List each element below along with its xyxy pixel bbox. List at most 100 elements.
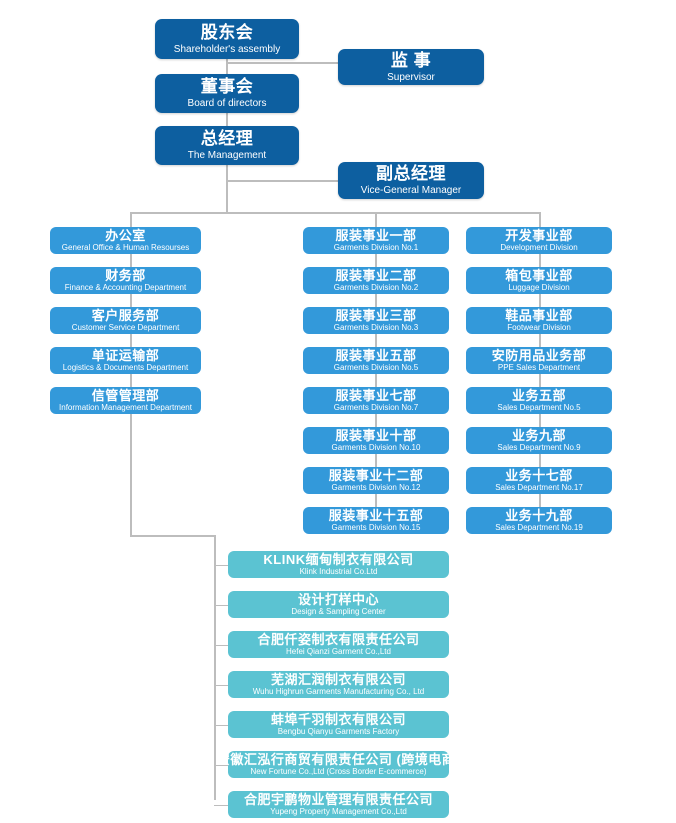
customer-service-cn-label: 客户服务部: [91, 308, 160, 323]
design-sampling-en-label: Design & Sampling Center: [291, 607, 386, 616]
garments-division-3-en-label: Garments Division No.3: [333, 323, 419, 332]
supervisor-en-label: Supervisor: [387, 71, 435, 83]
spine-vice-gm-branch: [226, 180, 338, 182]
footwear-division-en-label: Footwear Division: [507, 323, 571, 332]
board-of-directors[interactable]: 董事会 Board of directors: [155, 74, 299, 113]
sales-department-17-en-label: Sales Department No.17: [495, 483, 583, 492]
garments-division-5-cn-label: 服装事业五部: [335, 348, 417, 363]
new-fortune-stub: [214, 764, 228, 766]
bengbu-qianyu-cn-label: 蚌埠千羽制衣有限公司: [270, 712, 406, 727]
customer-service-en-label: Customer Service Department: [71, 323, 180, 332]
garments-division-12-en-label: Garments Division No.12: [331, 483, 421, 492]
logistics-documents-en-label: Logistics & Documents Department: [62, 363, 189, 372]
logistics-documents-cn-label: 单证运输部: [91, 348, 160, 363]
new-fortune-cn-label: 安徽汇泓行商贸有限责任公司 (跨境电商): [228, 752, 449, 767]
sales-department-9-cn-label: 业务九部: [511, 428, 566, 443]
hefei-qianzi-en-label: Hefei Qianzi Garment Co.,Ltd: [286, 647, 391, 656]
sales-department-9-en-label: Sales Department No.9: [497, 443, 581, 452]
new-fortune[interactable]: 安徽汇泓行商贸有限责任公司 (跨境电商)New Fortune Co.,Ltd …: [228, 751, 449, 778]
spine-board-to-management: [226, 113, 228, 126]
the-management-en-label: The Management: [187, 150, 267, 161]
klink-industrial-stub: [214, 564, 228, 566]
garments-division-2-en-label: Garments Division No.2: [333, 283, 419, 292]
yupeng-property-cn-label: 合肥宇鹏物业管理有限责任公司: [243, 792, 433, 807]
garments-division-15-en-label: Garments Division No.15: [331, 523, 421, 532]
garments-division-10-cn-label: 服装事业十部: [335, 428, 417, 443]
garments-division-1-en-label: Garments Division No.1: [333, 243, 419, 252]
garments-division-3-cn-label: 服装事业三部: [335, 308, 417, 323]
spine-shareholders-to-board: [226, 59, 228, 74]
drop-subsidiaries: [214, 535, 216, 800]
garments-division-5-en-label: Garments Division No.5: [333, 363, 419, 372]
design-sampling-stub: [214, 604, 228, 606]
shareholders-assembly-cn-label: 股东会: [200, 22, 254, 42]
garments-division-7-en-label: Garments Division No.7: [333, 403, 419, 412]
development-division-en-label: Development Division: [500, 243, 578, 252]
wuhu-highrun-en-label: Wuhu Highrun Garments Manufacturing Co.,…: [252, 687, 425, 696]
luggage-division-en-label: Luggage Division: [508, 283, 570, 292]
garments-division-2-cn-label: 服装事业二部: [335, 268, 417, 283]
vice-general-manager-en-label: Vice-General Manager: [360, 185, 462, 196]
klink-industrial-cn-label: KLINK缅甸制衣有限公司: [263, 552, 414, 567]
drop-left-column: [130, 212, 132, 536]
board-of-directors-cn-label: 董事会: [200, 77, 254, 96]
shareholders-assembly-en-label: Shareholder's assembly: [173, 43, 281, 55]
ppe-sales-cn-label: 安防用品业务部: [491, 348, 587, 363]
klink-industrial-en-label: Klink Industrial Co.Ltd: [299, 567, 378, 576]
spine-supervisor-branch: [226, 62, 338, 64]
hefei-qianzi-cn-label: 合肥仟姿制衣有限责任公司: [257, 632, 420, 647]
bengbu-qianyu-stub: [214, 724, 228, 726]
yupeng-property-stub: [214, 804, 228, 806]
finance-accounting-cn-label: 财务部: [105, 268, 146, 283]
luggage-division-cn-label: 箱包事业部: [505, 268, 573, 283]
hefei-qianzi-stub: [214, 644, 228, 646]
board-of-directors-en-label: Board of directors: [187, 98, 267, 109]
yupeng-property-en-label: Yupeng Property Management Co.,Ltd: [270, 807, 407, 816]
sales-department-19-en-label: Sales Department No.19: [495, 523, 583, 532]
garments-division-10-en-label: Garments Division No.10: [331, 443, 421, 452]
garments-division-12-cn-label: 服装事业十二部: [328, 468, 424, 483]
main-horizontal-bus: [130, 212, 540, 214]
information-mgmt-en-label: Information Management Department: [59, 403, 192, 412]
the-management[interactable]: 总经理 The Management: [155, 126, 299, 165]
sales-department-5-en-label: Sales Department No.5: [497, 403, 581, 412]
design-sampling-cn-label: 设计打样中心: [297, 592, 379, 607]
spine-management-down: [226, 165, 228, 213]
the-management-cn-label: 总经理: [200, 129, 254, 148]
bengbu-qianyu-en-label: Bengbu Qianyu Garments Factory: [277, 727, 400, 736]
bus-to-subsidiaries: [130, 535, 215, 537]
new-fortune-en-label: New Fortune Co.,Ltd (Cross Border E-comm…: [250, 767, 427, 776]
finance-accounting-en-label: Finance & Accounting Department: [64, 283, 187, 292]
